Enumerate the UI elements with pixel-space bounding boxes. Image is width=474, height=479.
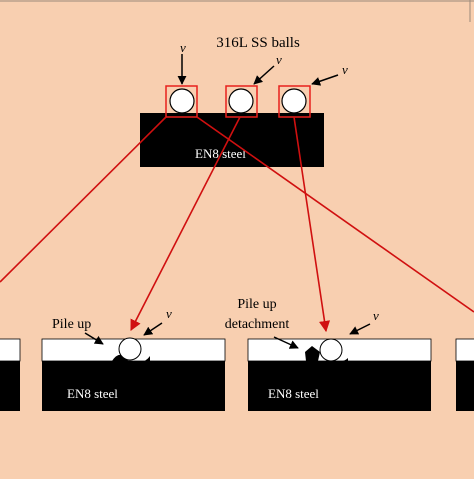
velocity-arrow-3: v	[311, 62, 348, 86]
zoom-line-right	[196, 116, 474, 313]
pileup-detachment-pointer-arrow	[273, 336, 299, 349]
pileup-detachment-label-line2: detachment	[225, 317, 290, 332]
panel-mr-pileup-detached	[305, 346, 320, 361]
ball-2	[225, 85, 258, 118]
balls-label: 316L SS balls	[216, 35, 300, 51]
ball-1	[165, 85, 198, 118]
top-substrate-block	[140, 113, 324, 167]
panel-mr-velocity-arrow	[349, 323, 371, 335]
panel-mr-substrate-label: EN8 steel	[268, 386, 319, 401]
panel-ml-substrate	[42, 361, 225, 411]
pileup-label: Pile up	[52, 317, 91, 332]
velocity-arrow-1: v	[177, 40, 187, 85]
velocity-symbol-1: v	[180, 40, 186, 55]
pileup-detachment-label-line1: Pile up	[237, 297, 276, 312]
panel-ml-velocity-arrow	[143, 322, 163, 336]
panel-mr-ball	[319, 338, 343, 362]
velocity-arrow-2: v	[253, 52, 282, 85]
panel-mr-substrate	[248, 361, 431, 411]
panel-ml-substrate-label: EN8 steel	[67, 386, 118, 401]
panel-ml-pileup	[112, 354, 150, 363]
zoom-arrow-middle-right	[293, 116, 331, 333]
panel-mr-velocity-symbol: v	[373, 308, 379, 323]
ball-3	[278, 85, 311, 118]
velocity-symbol-3: v	[342, 62, 348, 77]
bottom-panel-middle-left: EN8 steel	[41, 337, 226, 411]
bottom-panel-far-left	[0, 338, 21, 411]
panel-ml-velocity-symbol: v	[166, 306, 172, 321]
zoom-line-left	[0, 116, 167, 283]
ball-2-highlight-box	[225, 85, 258, 118]
bottom-panel-middle-right: EN8 steel	[247, 338, 432, 411]
pileup-pointer-arrow	[84, 332, 104, 345]
zoom-arrow-middle-left	[130, 116, 241, 331]
bottom-panel-far-right	[455, 338, 474, 411]
ball-1-highlight-box	[165, 85, 198, 118]
panel-mr-crater-rim	[338, 358, 348, 362]
panel-ml-ball	[118, 337, 142, 361]
velocity-symbol-2: v	[276, 52, 282, 67]
